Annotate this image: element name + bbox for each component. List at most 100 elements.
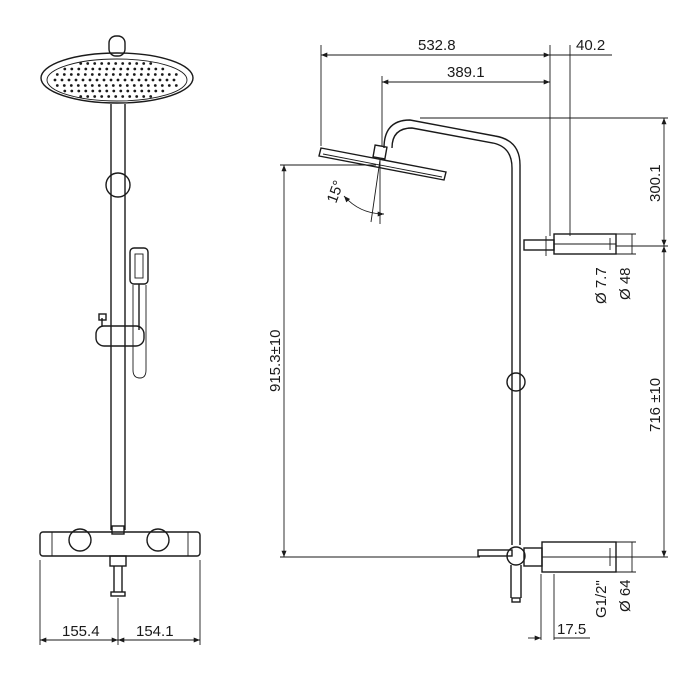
nozzle-dot [70, 67, 74, 71]
nozzle-dot [144, 78, 148, 82]
nozzle-dot [93, 95, 97, 98]
nozzle-dot [149, 95, 153, 98]
svg-text:17.5: 17.5 [557, 621, 586, 638]
shower-arm-outer [383, 119, 521, 545]
nozzle-dot [153, 73, 157, 76]
nozzle-dot [112, 89, 116, 93]
nozzle-dot [167, 73, 171, 76]
nozzle-dot [91, 67, 95, 71]
nozzle-dot [128, 95, 132, 98]
nozzle-dot [98, 89, 102, 93]
nozzle-dot [142, 95, 146, 98]
dim-valve: G1/2" Ø 64 [593, 542, 634, 618]
shower-arm-inner [391, 127, 513, 545]
nozzle-dot [86, 95, 90, 98]
nozzle-dot [105, 67, 109, 71]
svg-text:915.3±10: 915.3±10 [267, 330, 284, 392]
nozzle-dot [88, 78, 92, 82]
front-view: 155.4 154.1 [39, 35, 201, 645]
dim-arm-head: 389.1 [382, 64, 550, 85]
nozzle-dot [86, 62, 90, 65]
hand-shower [129, 247, 149, 379]
nozzle-dot [160, 73, 164, 76]
nozzle-dot [147, 67, 151, 71]
nozzle-dot [90, 73, 94, 76]
nozzle-dot [151, 78, 155, 82]
nozzle-dot [119, 89, 123, 93]
nozzle-dot [135, 95, 139, 98]
dim-angle: 15° [324, 159, 385, 224]
nozzle-dot [97, 73, 101, 76]
nozzle-dot [111, 73, 115, 76]
svg-text:Ø 48: Ø 48 [617, 267, 634, 300]
nozzle-dot [114, 62, 118, 65]
nozzle-dot [55, 73, 59, 76]
nozzle-dot [149, 62, 153, 65]
nozzle-dot [140, 89, 144, 93]
nozzle-dot [74, 78, 78, 82]
wall-bracket-front [105, 172, 131, 198]
slider-knob-side [506, 372, 526, 392]
nozzle-dot [125, 84, 129, 87]
nozzle-dot [126, 67, 130, 71]
svg-text:716 ±10: 716 ±10 [647, 378, 664, 432]
nozzle-dot [142, 62, 146, 65]
nozzle-dot [165, 78, 169, 82]
front-width-dimension: 155.4 154.1 [39, 560, 201, 645]
svg-text:389.1: 389.1 [447, 64, 485, 81]
nozzle-dot [76, 84, 80, 87]
nozzle-dot [90, 84, 94, 87]
nozzle-dot [123, 78, 127, 82]
svg-text:40.2: 40.2 [576, 37, 605, 54]
nozzle-dot [105, 89, 109, 93]
nozzle-dot [121, 62, 125, 65]
nozzle-dot [107, 95, 111, 98]
nozzle-dot [146, 73, 150, 76]
nozzle-dot [147, 89, 151, 93]
dim-head-drop: 300.1 [647, 118, 667, 246]
nozzle-dot [140, 67, 144, 71]
svg-text:Ø 7.7: Ø 7.7 [593, 267, 610, 304]
dim-arm-total: 532.8 [321, 37, 550, 58]
dim-front-right: 154.1 [136, 623, 174, 640]
dim-pipe-diameters: Ø 7.7 Ø 48 [593, 234, 634, 304]
dim-offset: 17.5 [528, 621, 590, 641]
nozzle-dot [172, 78, 176, 82]
nozzle-dot [133, 89, 137, 93]
nozzle-dot [67, 78, 71, 82]
nozzle-dot [137, 78, 141, 82]
nozzle-dot [63, 67, 67, 71]
nozzle-dot [77, 67, 81, 71]
nozzle-dot [62, 73, 66, 76]
nozzle-dot [154, 67, 158, 71]
svg-text:G1/2": G1/2" [593, 580, 610, 618]
nozzle-dot [174, 73, 178, 76]
nozzle-dot [104, 73, 108, 76]
nozzle-dot [98, 67, 102, 71]
nozzle-dot [128, 62, 132, 65]
nozzle-dot [161, 89, 165, 93]
nozzle-dot [116, 78, 120, 82]
nozzle-dot [63, 89, 67, 93]
nozzle-dot [135, 62, 139, 65]
nozzle-dot [146, 84, 150, 87]
nozzle-dot [69, 84, 73, 87]
nozzle-dot [132, 84, 136, 87]
nozzle-dot [130, 78, 134, 82]
nozzle-dot [77, 89, 81, 93]
nozzle-dot [119, 67, 123, 71]
nozzle-dot [139, 84, 143, 87]
nozzle-dot [91, 89, 95, 93]
nozzle-dot [118, 73, 122, 76]
riser-top-cap [108, 35, 126, 57]
thermostat-front [39, 525, 201, 597]
nozzle-dot [126, 89, 130, 93]
nozzle-dot [139, 73, 143, 76]
nozzle-dot [55, 84, 59, 87]
nozzle-dot [133, 67, 137, 71]
nozzle-dot [160, 84, 164, 87]
shower-head-front [40, 52, 194, 104]
nozzle-dot [53, 78, 57, 82]
dim-front-left: 155.4 [62, 623, 100, 640]
